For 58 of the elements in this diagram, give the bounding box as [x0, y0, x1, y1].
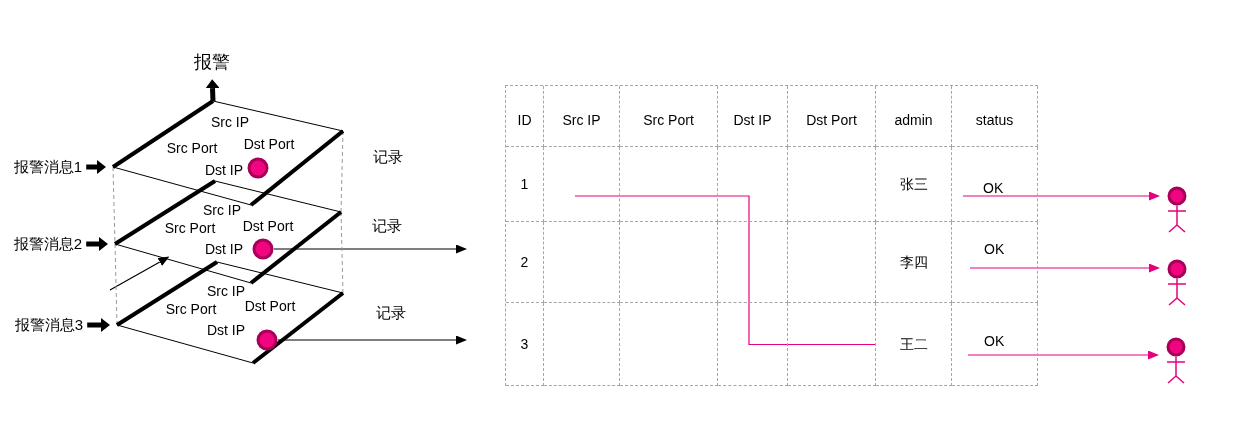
thick-arrow: [87, 318, 110, 332]
circle-icon: [252, 238, 274, 260]
arrow: [273, 244, 467, 254]
column-header: ID: [517, 112, 532, 128]
person-icon: [1165, 337, 1187, 385]
table-cell: [876, 303, 952, 386]
arrow: [969, 263, 1160, 273]
connector-line: [574, 195, 877, 346]
arrow: [277, 335, 467, 345]
cell-text: 2: [520, 254, 529, 270]
field-label: Src IP: [206, 283, 246, 299]
cell-text: 李四: [899, 254, 928, 270]
field-label: Src IP: [202, 202, 242, 218]
cell-text: OK: [963, 180, 1004, 196]
column-header: status: [975, 112, 1014, 128]
column-header: Dst IP: [733, 112, 772, 128]
arrow: [962, 191, 1160, 201]
column-header: Src Port: [643, 112, 694, 128]
cell-text: OK: [970, 241, 1005, 268]
field-label: Src Port: [164, 220, 216, 236]
field-label: Dst Port: [242, 218, 294, 234]
circle-icon: [256, 329, 278, 351]
circle-icon: [247, 157, 269, 179]
edge-label: 记录: [370, 218, 404, 234]
cell-text: 张三: [899, 176, 928, 192]
parallelogram-layer: [114, 259, 346, 366]
field-label: Dst IP: [204, 162, 244, 178]
parallelogram-layer: [112, 178, 344, 286]
edge-label: 记录: [374, 305, 408, 321]
field-label: Dst IP: [206, 322, 246, 338]
side-note: 记录: [373, 148, 403, 166]
field-label: Dst Port: [244, 298, 296, 314]
node-text: 报警消息2: [13, 234, 83, 254]
field-label: Src IP: [210, 114, 250, 130]
dashed-line: [340, 130, 344, 213]
column-header: admin: [894, 112, 933, 128]
cell-text: 1: [520, 176, 529, 192]
thick-arrow: [86, 160, 106, 174]
dashed-line: [340, 211, 344, 294]
node-text: 报警消息1: [13, 157, 83, 177]
thick-arrow: [86, 237, 108, 251]
node-text: 报警: [194, 50, 230, 74]
arrow: [967, 350, 1159, 360]
field-label: Src Port: [166, 140, 218, 156]
column-header: Dst Port: [806, 112, 857, 128]
node-text: 报警消息3: [14, 315, 84, 335]
cell-text: 3: [520, 336, 529, 352]
cell-text: OK: [968, 333, 1005, 355]
field-label: Dst Port: [243, 136, 295, 152]
thick-arrow: [205, 79, 220, 102]
person-icon: [1166, 186, 1188, 234]
cell-text: 王二: [899, 336, 928, 352]
person-icon: [1166, 259, 1188, 307]
field-label: Src Port: [165, 301, 217, 317]
column-header: Src IP: [562, 112, 601, 128]
dashed-line: [114, 243, 118, 326]
field-label: Dst IP: [204, 241, 244, 257]
arrow: [109, 256, 170, 291]
